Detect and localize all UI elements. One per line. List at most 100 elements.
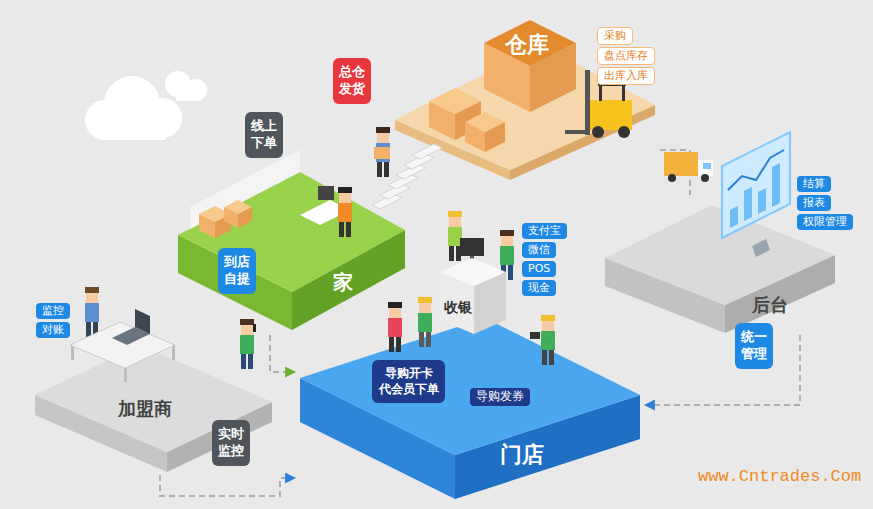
parcel: [374, 147, 390, 159]
leg: [508, 264, 513, 280]
truck-window: [703, 163, 711, 169]
platform-label: 收银: [444, 300, 472, 314]
body: [541, 331, 555, 350]
person-figure: [85, 287, 99, 337]
tag: 监控: [36, 303, 70, 319]
leg: [384, 161, 389, 177]
body: [418, 313, 432, 332]
truck-wheel: [668, 174, 676, 182]
platform-art: [35, 287, 272, 472]
cloud-part: [176, 88, 198, 101]
phone: [253, 324, 256, 332]
platform-art: [395, 20, 655, 180]
tag: 现金: [522, 280, 556, 296]
leg: [339, 221, 344, 237]
tag: 报表: [797, 195, 831, 211]
table-leg: [172, 345, 175, 360]
tag-label: 对账: [42, 323, 64, 337]
monitor: [460, 238, 484, 256]
tag-label: 出库入库: [604, 69, 648, 83]
chart-bar: [744, 187, 752, 221]
tag-label: 导购发券: [476, 389, 524, 405]
tag-label: 盘点库存: [604, 49, 648, 63]
hair: [448, 211, 462, 217]
counter-top: [440, 258, 506, 286]
hair: [85, 287, 99, 293]
cloud: [85, 71, 207, 140]
chart-bar: [772, 163, 780, 207]
body: [85, 303, 99, 322]
dashed-connector: [645, 335, 800, 405]
hair: [240, 319, 254, 325]
forklift-wheel: [618, 126, 630, 138]
tag-label: 监控: [42, 304, 64, 318]
forklift-fork: [565, 130, 590, 134]
hair: [388, 302, 402, 308]
tag-label: 支付宝: [528, 224, 561, 238]
tag: 出库入库: [597, 67, 655, 85]
body: [448, 227, 462, 246]
hair: [541, 315, 555, 321]
platform-art: [178, 144, 442, 330]
chart-bar: [730, 206, 738, 228]
person-figure: [541, 315, 555, 365]
platform-art: [605, 132, 835, 333]
tag: POS: [522, 261, 556, 277]
tag: 支付宝: [522, 223, 567, 239]
dashed-connector: [270, 335, 295, 372]
truck: [664, 152, 713, 182]
forklift-body: [590, 100, 632, 130]
person-with-phone: [240, 319, 256, 369]
cloud-part: [100, 118, 166, 140]
person-figure: [338, 187, 352, 237]
dashed-connector: [160, 475, 295, 496]
truck-wheel: [701, 174, 709, 182]
tag-label: 统一管理: [741, 329, 767, 363]
laptop-screen: [135, 309, 150, 334]
platform-art: [440, 211, 514, 334]
screen-stand: [752, 239, 770, 257]
flag-tag: 统一管理: [735, 323, 773, 369]
person-carrying-box: [374, 127, 390, 177]
tag-label: 实时监控: [218, 426, 244, 460]
box-top: [429, 88, 481, 114]
tag-label: POS: [528, 262, 550, 276]
tablet: [530, 332, 540, 339]
body: [500, 246, 514, 265]
tag: 微信: [522, 242, 556, 258]
box-top: [224, 200, 252, 214]
platform-label: 加盟商: [118, 400, 172, 418]
body: [240, 335, 254, 354]
person-figure: [418, 297, 432, 347]
leg: [248, 353, 253, 369]
tag: 权限管理: [797, 214, 853, 230]
chart-line: [728, 150, 784, 190]
box-top: [484, 20, 576, 66]
platform-label: 门店: [500, 444, 544, 466]
leg: [86, 321, 91, 337]
person-figure: [388, 302, 402, 352]
leg: [426, 331, 431, 347]
leg: [346, 221, 351, 237]
platform-shape: [440, 262, 506, 334]
forklift-mast: [585, 70, 590, 135]
platform-art: [300, 297, 640, 499]
tag-label: 总仓发货: [339, 64, 365, 98]
tag: 采购: [597, 27, 633, 45]
flag-tag: 导购发券: [470, 388, 530, 406]
slab-top: [300, 318, 640, 455]
flag-tag: 到店自提: [218, 248, 256, 294]
table-leg: [71, 345, 74, 360]
leg: [396, 336, 401, 352]
platform-label: 家: [333, 272, 353, 292]
tag: 结算: [797, 176, 831, 192]
forklift-wheel: [592, 126, 604, 138]
person-figure: [448, 211, 462, 261]
tag: 盘点库存: [597, 47, 655, 65]
cashier-counter: 收银: [440, 262, 506, 334]
leg: [419, 331, 424, 347]
table-top: [70, 322, 175, 368]
slab-top: [178, 172, 405, 292]
flag-tag: 导购开卡 代会员下单: [372, 360, 445, 403]
